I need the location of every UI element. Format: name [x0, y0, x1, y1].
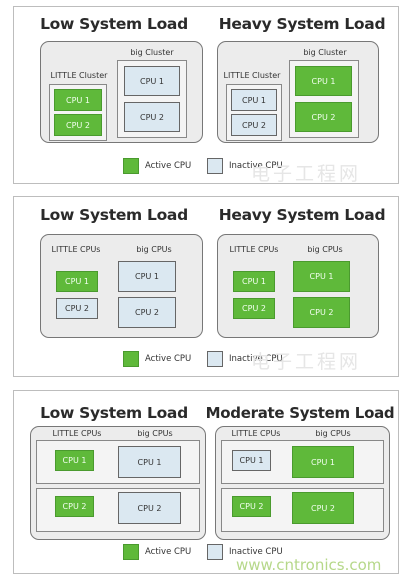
cpu-block: CPU 1	[56, 271, 98, 292]
cpu-block: CPU 2	[55, 496, 94, 517]
cpu-block: CPU 2	[118, 297, 176, 328]
cpu-block: CPU 1	[295, 66, 352, 96]
cpu-block: CPU 1	[118, 261, 176, 292]
cpu-block: CPU 2	[56, 298, 98, 319]
cpu-block: CPU 2	[293, 297, 350, 328]
cpu-block: CPU 2	[231, 114, 277, 136]
panel-global-task-scheduling: Low System Load LITTLE CPUs big CPUs CPU…	[13, 390, 399, 574]
legend-swatch-inactive	[207, 351, 223, 367]
cpu-block: CPU 1	[292, 446, 354, 478]
watermark-text: 电子工程网	[251, 351, 362, 373]
big-cpus-label: big CPUs	[307, 245, 343, 254]
watermark-text: 电子工程网	[251, 163, 362, 185]
legend-label-inactive: Inactive CPU	[229, 354, 283, 364]
legend-swatch-active	[123, 544, 139, 560]
diagram-title: Heavy System Load	[218, 15, 386, 33]
little-cluster-label: LITTLE Cluster	[223, 71, 281, 80]
panel-cpu-migration: Low System Load LITTLE CPUs big CPUs CPU…	[13, 196, 399, 377]
cpu-block: CPU 1	[54, 89, 102, 111]
little-cluster-label: LITTLE Cluster	[50, 71, 108, 80]
cpu-block: CPU 1	[55, 450, 94, 471]
diagram-title: Low System Load	[40, 15, 188, 33]
cpu-block: CPU 1	[118, 446, 181, 478]
cpu-block: CPU 1	[232, 450, 271, 471]
little-cpus-label: LITTLE CPUs	[52, 429, 102, 438]
cpu-block: CPU 2	[54, 114, 102, 136]
cpu-block: CPU 2	[232, 496, 271, 517]
big-cpus-label: big CPUs	[315, 429, 351, 438]
little-cpus-label: LITTLE CPUs	[231, 429, 281, 438]
legend-swatch-active	[123, 158, 139, 174]
legend-label-active: Active CPU	[145, 161, 192, 171]
big-cpus-label: big CPUs	[137, 429, 173, 438]
cpu-block: CPU 1	[231, 89, 277, 111]
big-cluster-label: big Cluster	[303, 48, 347, 57]
big-cluster-label: big Cluster	[130, 48, 174, 57]
cpu-block: CPU 2	[124, 102, 180, 132]
cpu-block: CPU 2	[292, 492, 354, 524]
legend-swatch-inactive	[207, 158, 223, 174]
little-cpus-label: LITTLE CPUs	[229, 245, 279, 254]
legend-label-active: Active CPU	[145, 547, 192, 557]
big-cpus-label: big CPUs	[136, 245, 172, 254]
legend-label-inactive: Inactive CPU	[229, 547, 283, 557]
diagram-title: Low System Load	[40, 404, 188, 422]
cpu-block: CPU 1	[124, 66, 180, 96]
cpu-block: CPU 1	[233, 271, 275, 292]
cpu-block: CPU 2	[233, 298, 275, 319]
legend-swatch-active	[123, 351, 139, 367]
legend-swatch-inactive	[207, 544, 223, 560]
diagram-title: Low System Load	[40, 206, 188, 224]
cpu-block: CPU 1	[293, 261, 350, 292]
legend-label-inactive: Inactive CPU	[229, 161, 283, 171]
legend-label-active: Active CPU	[145, 354, 192, 364]
diagram-title: Heavy System Load	[218, 206, 386, 224]
diagram-title: Moderate System Load	[205, 404, 395, 422]
little-cpus-label: LITTLE CPUs	[51, 245, 101, 254]
watermark-url: www.cntronics.com	[236, 556, 382, 574]
cpu-block: CPU 2	[295, 102, 352, 132]
panel-cluster-migration: Low System Load big Cluster CPU 1 CPU 2 …	[13, 6, 399, 185]
cpu-block: CPU 2	[118, 492, 181, 524]
